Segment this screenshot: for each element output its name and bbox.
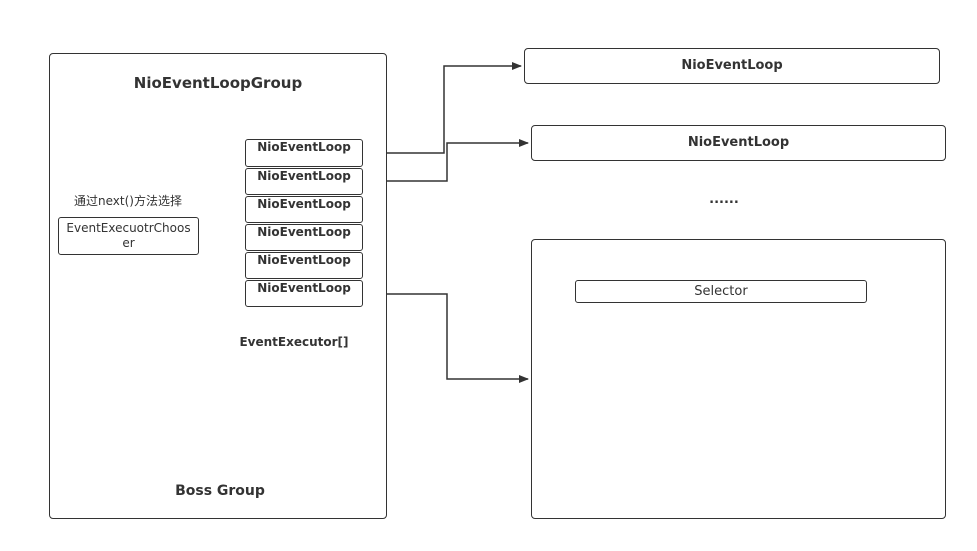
chooser-caption: 通过next()方法选择 [74,194,182,208]
nio-event-loop-label-1: NioEventLoop [681,58,783,73]
array-loop-2: NioEventLoop [245,168,363,195]
selector-box: Selector [575,280,867,303]
array-loop-6: NioEventLoop [245,280,363,307]
array-loop-1: NioEventLoop [245,139,363,167]
nio-event-loop-box-2: NioEventLoop [531,125,946,161]
nio-event-loop-box-1: NioEventLoop [524,48,940,84]
array-label: EventExecutor[] [239,335,349,349]
nio-event-loop-label-2: NioEventLoop [687,135,790,150]
array-loop-4: NioEventLoop [245,224,363,251]
more-loops-ellipsis: ...... [709,192,739,207]
event-executor-chooser: EventExecuotrChooser [58,217,199,255]
array-to-loop1-arrow [363,62,522,154]
array-loop-5: NioEventLoop [245,252,363,279]
chooser-label: EventExecuotrChooser [66,221,191,250]
array-loop-3: NioEventLoop [245,196,363,223]
array-to-loop-detail-arrow [363,293,529,383]
array-to-loop2-arrow [363,139,529,182]
group-title: NioEventLoopGroup [133,74,303,92]
selector-label: Selector [694,284,748,299]
group-footer: Boss Group [175,483,265,499]
